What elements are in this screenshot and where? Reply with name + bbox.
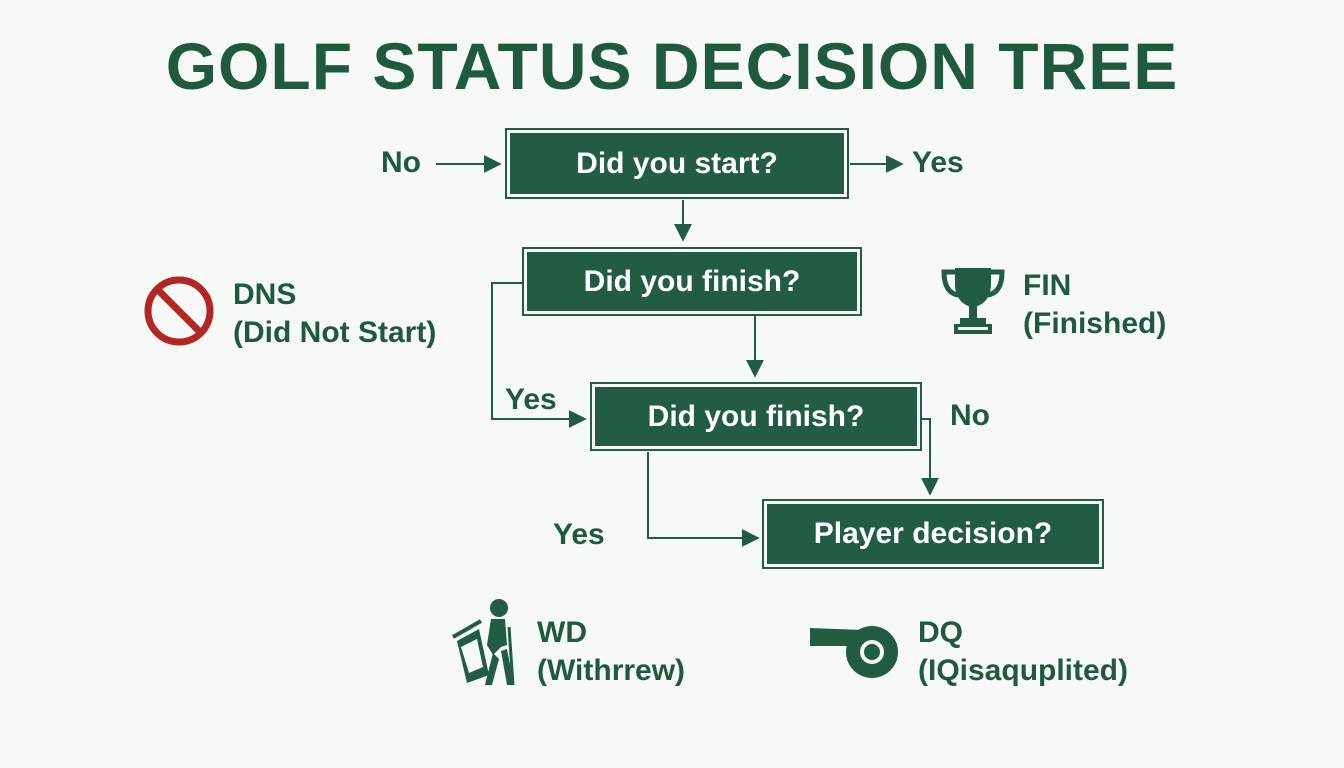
outcome-description: (Finished) bbox=[1023, 307, 1167, 340]
label-yes-player: Yes bbox=[553, 518, 605, 551]
diagram-title: GOLF STATUS DECISION TREE bbox=[165, 29, 1179, 103]
arrow-yes-bottom-elbow bbox=[647, 452, 760, 547]
whistle-icon bbox=[810, 626, 898, 678]
arrow-yes-elbow bbox=[491, 282, 587, 428]
arrow-no-elbow bbox=[920, 418, 939, 496]
outcome-description: (IQisaquplited) bbox=[918, 654, 1128, 687]
label-yes-start: Yes bbox=[912, 146, 964, 179]
outcome-description: (Withrrew) bbox=[537, 654, 686, 687]
outcome-dq: DQ (IQisaquplited) bbox=[918, 614, 1128, 690]
golfer-walking-icon bbox=[452, 599, 515, 686]
node-label: Did you start? bbox=[576, 146, 778, 180]
label-yes-finish: Yes bbox=[505, 383, 557, 416]
no-entry-icon bbox=[144, 276, 214, 346]
outcome-code: FIN bbox=[1023, 269, 1072, 302]
outcome-fin: FIN (Finished) bbox=[1023, 267, 1166, 343]
trophy-icon bbox=[941, 268, 1005, 334]
node-did-you-start: Did you start? bbox=[505, 128, 849, 199]
outcome-description: (Did Not Start) bbox=[233, 316, 437, 349]
node-did-you-finish-2: Did you finish? bbox=[590, 382, 922, 451]
label-no-finish: No bbox=[950, 399, 990, 432]
node-did-you-finish-1: Did you finish? bbox=[522, 247, 862, 316]
outcome-code: DNS bbox=[233, 278, 297, 311]
node-label: Did you finish? bbox=[647, 399, 865, 433]
node-label: Did you finish? bbox=[583, 264, 801, 298]
outcome-dns: DNS (Did Not Start) bbox=[233, 276, 436, 352]
outcome-code: WD bbox=[537, 616, 587, 649]
node-player-decision: Player decision? bbox=[762, 499, 1104, 569]
outcome-wd: WD (Withrrew) bbox=[537, 614, 685, 690]
node-label: Player decision? bbox=[813, 517, 1053, 550]
label-no-start: No bbox=[381, 146, 421, 179]
outcome-code: DQ bbox=[918, 616, 963, 649]
